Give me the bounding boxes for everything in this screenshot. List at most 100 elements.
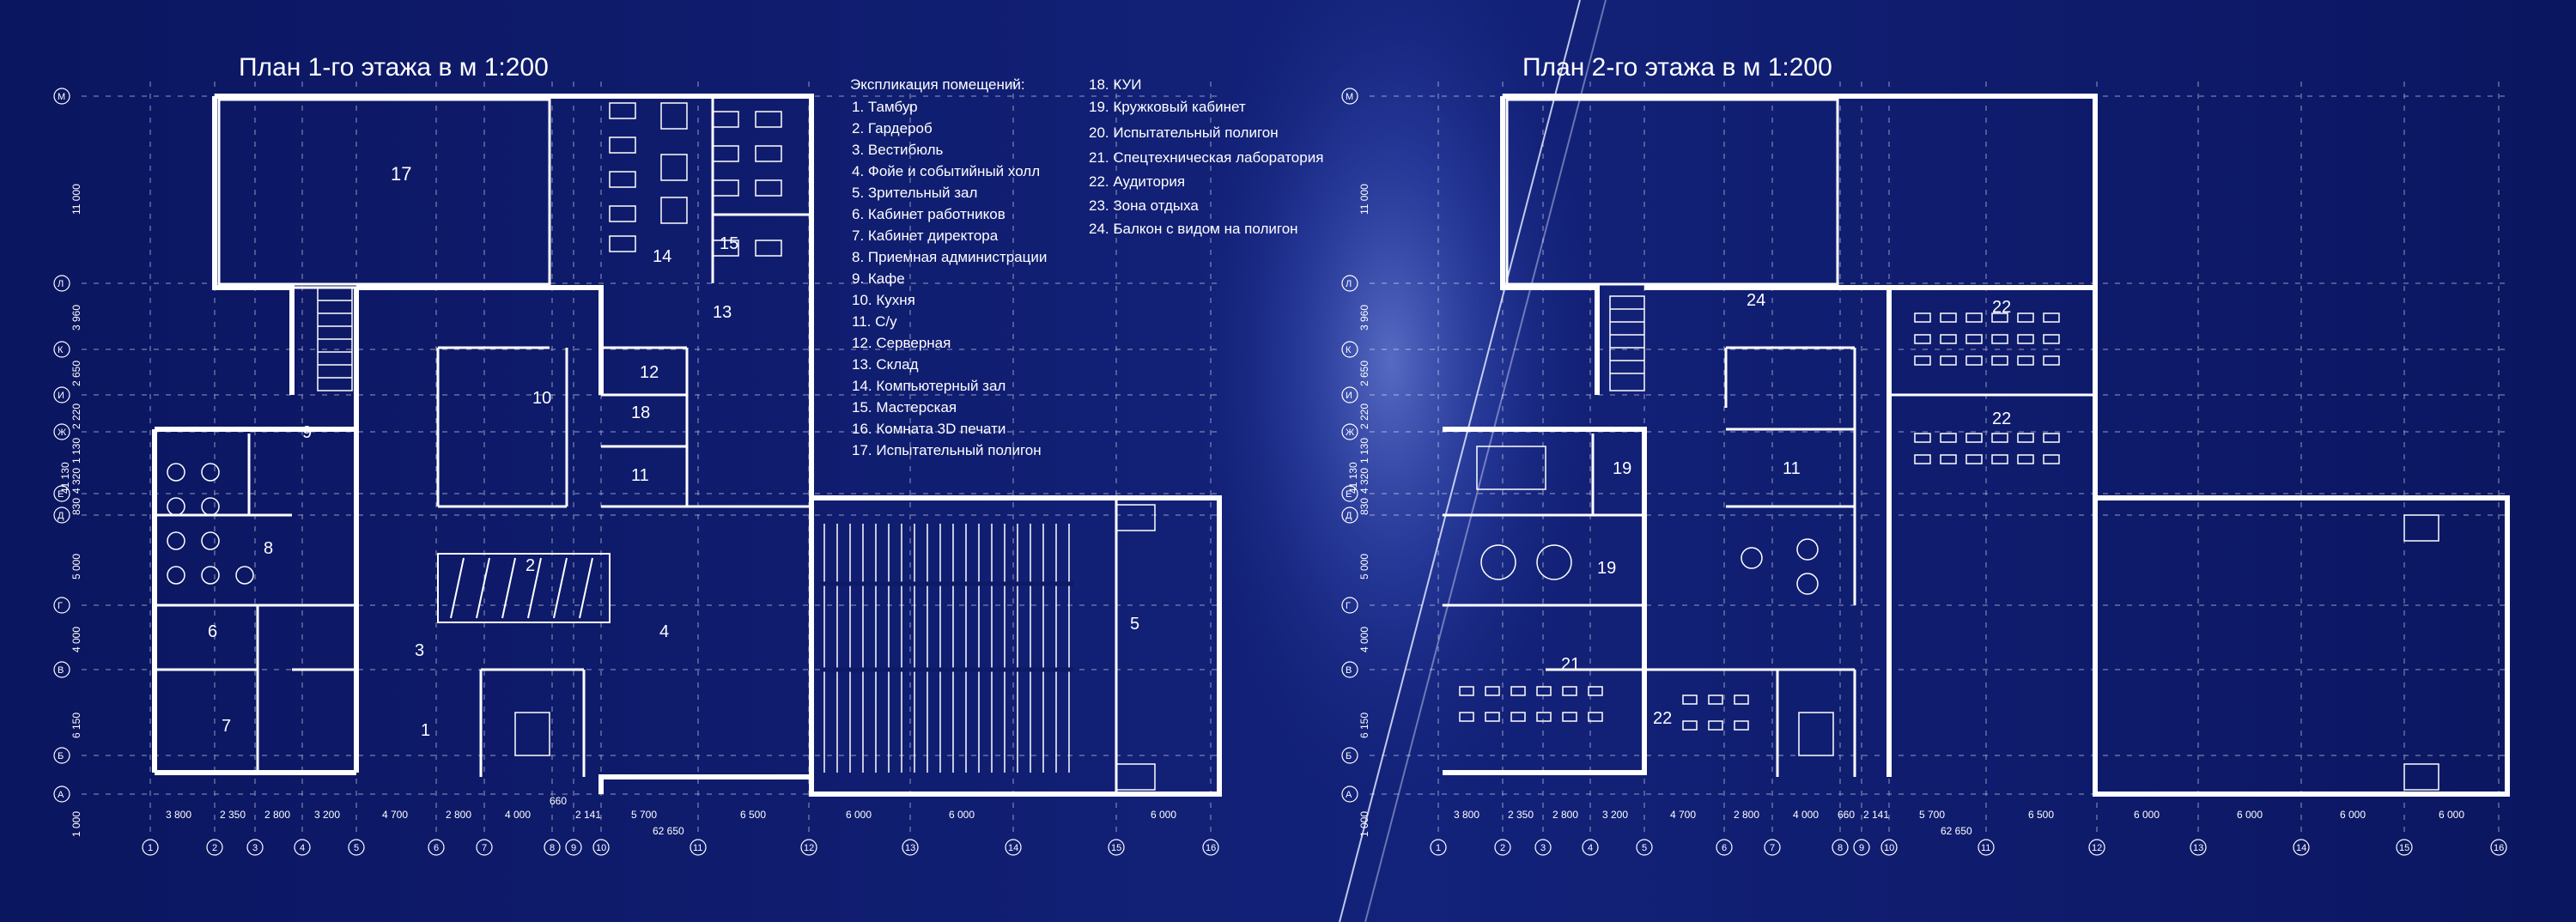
plan1-col-axis-label: 5 [354, 843, 359, 853]
plan1-room-label: 15 [720, 234, 738, 253]
plan2-interior-walls [1443, 96, 2095, 777]
plan1-cloakroom [437, 553, 611, 623]
plan1-stairs [317, 287, 1156, 791]
plan1-col-axis-label: 14 [1008, 843, 1018, 853]
plan1-row-axis-label: Ж [58, 428, 66, 438]
legend-item: 20. Испытательный полигон [1089, 124, 1279, 141]
legend-item: 15. Мастерская [852, 399, 957, 416]
legend-item: 5. Зрительный зал [852, 185, 977, 201]
plan1-room-label: 13 [713, 303, 732, 322]
plan1-row-axis-label: В [58, 665, 64, 676]
plan1-col-dim: 3 800 [166, 809, 191, 821]
plan2-col-dim: 2 800 [1552, 809, 1578, 821]
plan1-col-dim: 2 350 [220, 809, 246, 821]
plan2-col-dim: 6 000 [2237, 809, 2263, 821]
legend-item: 21. Спецтехническая лаборатория [1089, 149, 1323, 166]
plan2-small-dim: 660 [1838, 809, 1855, 821]
plan2-col-axis-label: 14 [2296, 843, 2306, 853]
plan2-row-axis-label: В [1346, 665, 1352, 676]
floor-plan-1: План 1-го этажа в м 1:200 [53, 53, 1222, 856]
plan2-row-axis-label: К [1346, 345, 1352, 355]
plan2-col-dim: 3 200 [1602, 809, 1628, 821]
plan1-row-axis-label: Л [58, 279, 64, 289]
plan1-overall-vertical: 41 130 [59, 462, 71, 494]
plan2-col-axis-label: 16 [2494, 843, 2504, 853]
plan2-col-axis-label: 6 [1722, 843, 1727, 853]
plan1-room-label: 6 [208, 622, 217, 641]
plan2-row-dim: 830 [1358, 498, 1370, 515]
plan1-col-axis-label: 16 [1206, 843, 1216, 853]
legend-item: 16. Комната 3D печати [852, 421, 1005, 437]
plan2-room-label: 21 [1561, 655, 1580, 674]
plan1-col-axis-label: 2 [212, 843, 217, 853]
plan1-room-label: 5 [1130, 615, 1139, 634]
legend-item: 6. Кабинет работников [852, 206, 1005, 222]
plan1-room-label: 3 [415, 641, 424, 660]
plan2-room-label: 19 [1613, 459, 1631, 478]
plan2-col-axis-label: 10 [1884, 843, 1894, 853]
plan2-col-dim: 5 700 [1919, 809, 1945, 821]
plan1-col-axis-label: 4 [300, 843, 305, 853]
plan2-col-axis-label: 2 [1500, 843, 1505, 853]
plan1-title: План 1-го этажа в м 1:200 [239, 53, 549, 82]
plan1-col-axis-label: 8 [550, 843, 555, 853]
legend-item: 18. КУИ [1089, 76, 1141, 93]
plan2-row-axis-label: Е [1346, 489, 1352, 500]
plan2-col-axis-label: 1 [1436, 843, 1441, 853]
plan1-row-dim: 4 000 [70, 627, 82, 652]
plan2-room-label: 11 [1783, 459, 1801, 478]
plan2-col-axis-label: 13 [2193, 843, 2203, 853]
plan1-room-label: 1 [421, 721, 430, 740]
plan2-overall-horizontal: 62 650 [1941, 825, 1972, 837]
plan2-row-dim: 1 130 [1358, 438, 1370, 464]
plan2-row-dim: 4 320 [1358, 468, 1370, 494]
legend-item: 9. Кафе [852, 270, 905, 287]
plan2-col-axis-label: 9 [1859, 843, 1864, 853]
plan2-col-axis-label: 15 [2399, 843, 2409, 853]
plan1-interior-walls [155, 96, 1118, 794]
plan2-col-dim: 6 000 [2439, 809, 2464, 821]
plan1-row-dim: 2 650 [70, 361, 82, 386]
plan2-col-dim: 3 800 [1454, 809, 1479, 821]
plan2-row-dim: 3 960 [1358, 305, 1370, 331]
plan1-col-axis-label: 9 [571, 843, 576, 853]
plan1-col-axis-label: 15 [1111, 843, 1121, 853]
plan2-upper-void [1505, 98, 1839, 286]
plan1-col-axis-label: 1 [148, 843, 153, 853]
legend-item: 2. Гардероб [852, 120, 933, 136]
plan1-room-label: 17 [391, 163, 411, 185]
plan1-col-dim: 4 000 [505, 809, 531, 821]
plan2-col-dim: 6 000 [2134, 809, 2160, 821]
plan2-col-axes: 1 2 3 4 5 6 7 8 9 10 11 12 13 14 15 16 [1430, 839, 2507, 856]
plan1-row-dim: 2 220 [70, 403, 82, 429]
plan1-col-dim: 5 700 [631, 809, 657, 821]
plan1-col-dim: 6 000 [1151, 809, 1176, 821]
plan1-row-dim: 5 000 [70, 554, 82, 579]
plan1-horizontal-dims: 3 800 2 350 2 800 3 200 4 700 2 800 4 00… [166, 795, 1176, 837]
legend-item: 10. Кухня [852, 292, 915, 308]
plan2-walls [1443, 94, 2510, 797]
plan1-col-axis-label: 3 [252, 843, 258, 853]
plan2-row-axis-label: Ж [1346, 428, 1354, 438]
plan1-col-dim: 6 000 [846, 809, 872, 821]
legend-item: 14. Компьютерный зал [852, 378, 1005, 394]
plan1-row-dim: 3 960 [70, 305, 82, 331]
plan1-row-dim: 6 150 [70, 713, 82, 738]
plan1-col-dim: 2 800 [264, 809, 290, 821]
plan2-col-axis-label: 5 [1642, 843, 1647, 853]
plan1-col-axis-label: 7 [482, 843, 487, 853]
plan2-room-labels: 24 22 22 19 11 19 21 22 [1561, 291, 2011, 728]
plan1-row-axis-label: Е [58, 489, 64, 500]
plan1-row-axis-label: А [58, 790, 64, 800]
plan1-col-dim: 4 700 [382, 809, 408, 821]
plan2-room-label: 22 [1653, 709, 1672, 728]
plan2-room-label: 24 [1747, 291, 1765, 310]
plan1-col-axis-label: 11 [693, 843, 702, 853]
plan2-row-axis-label: И [1346, 391, 1352, 401]
plan1-col-dim: 3 200 [314, 809, 340, 821]
plan1-col-dim: 2 800 [446, 809, 471, 821]
plan2-col-dim: 4 700 [1670, 809, 1696, 821]
plan2-auditorium-desks [1459, 312, 2060, 731]
plan1-room-label: 11 [631, 466, 649, 485]
